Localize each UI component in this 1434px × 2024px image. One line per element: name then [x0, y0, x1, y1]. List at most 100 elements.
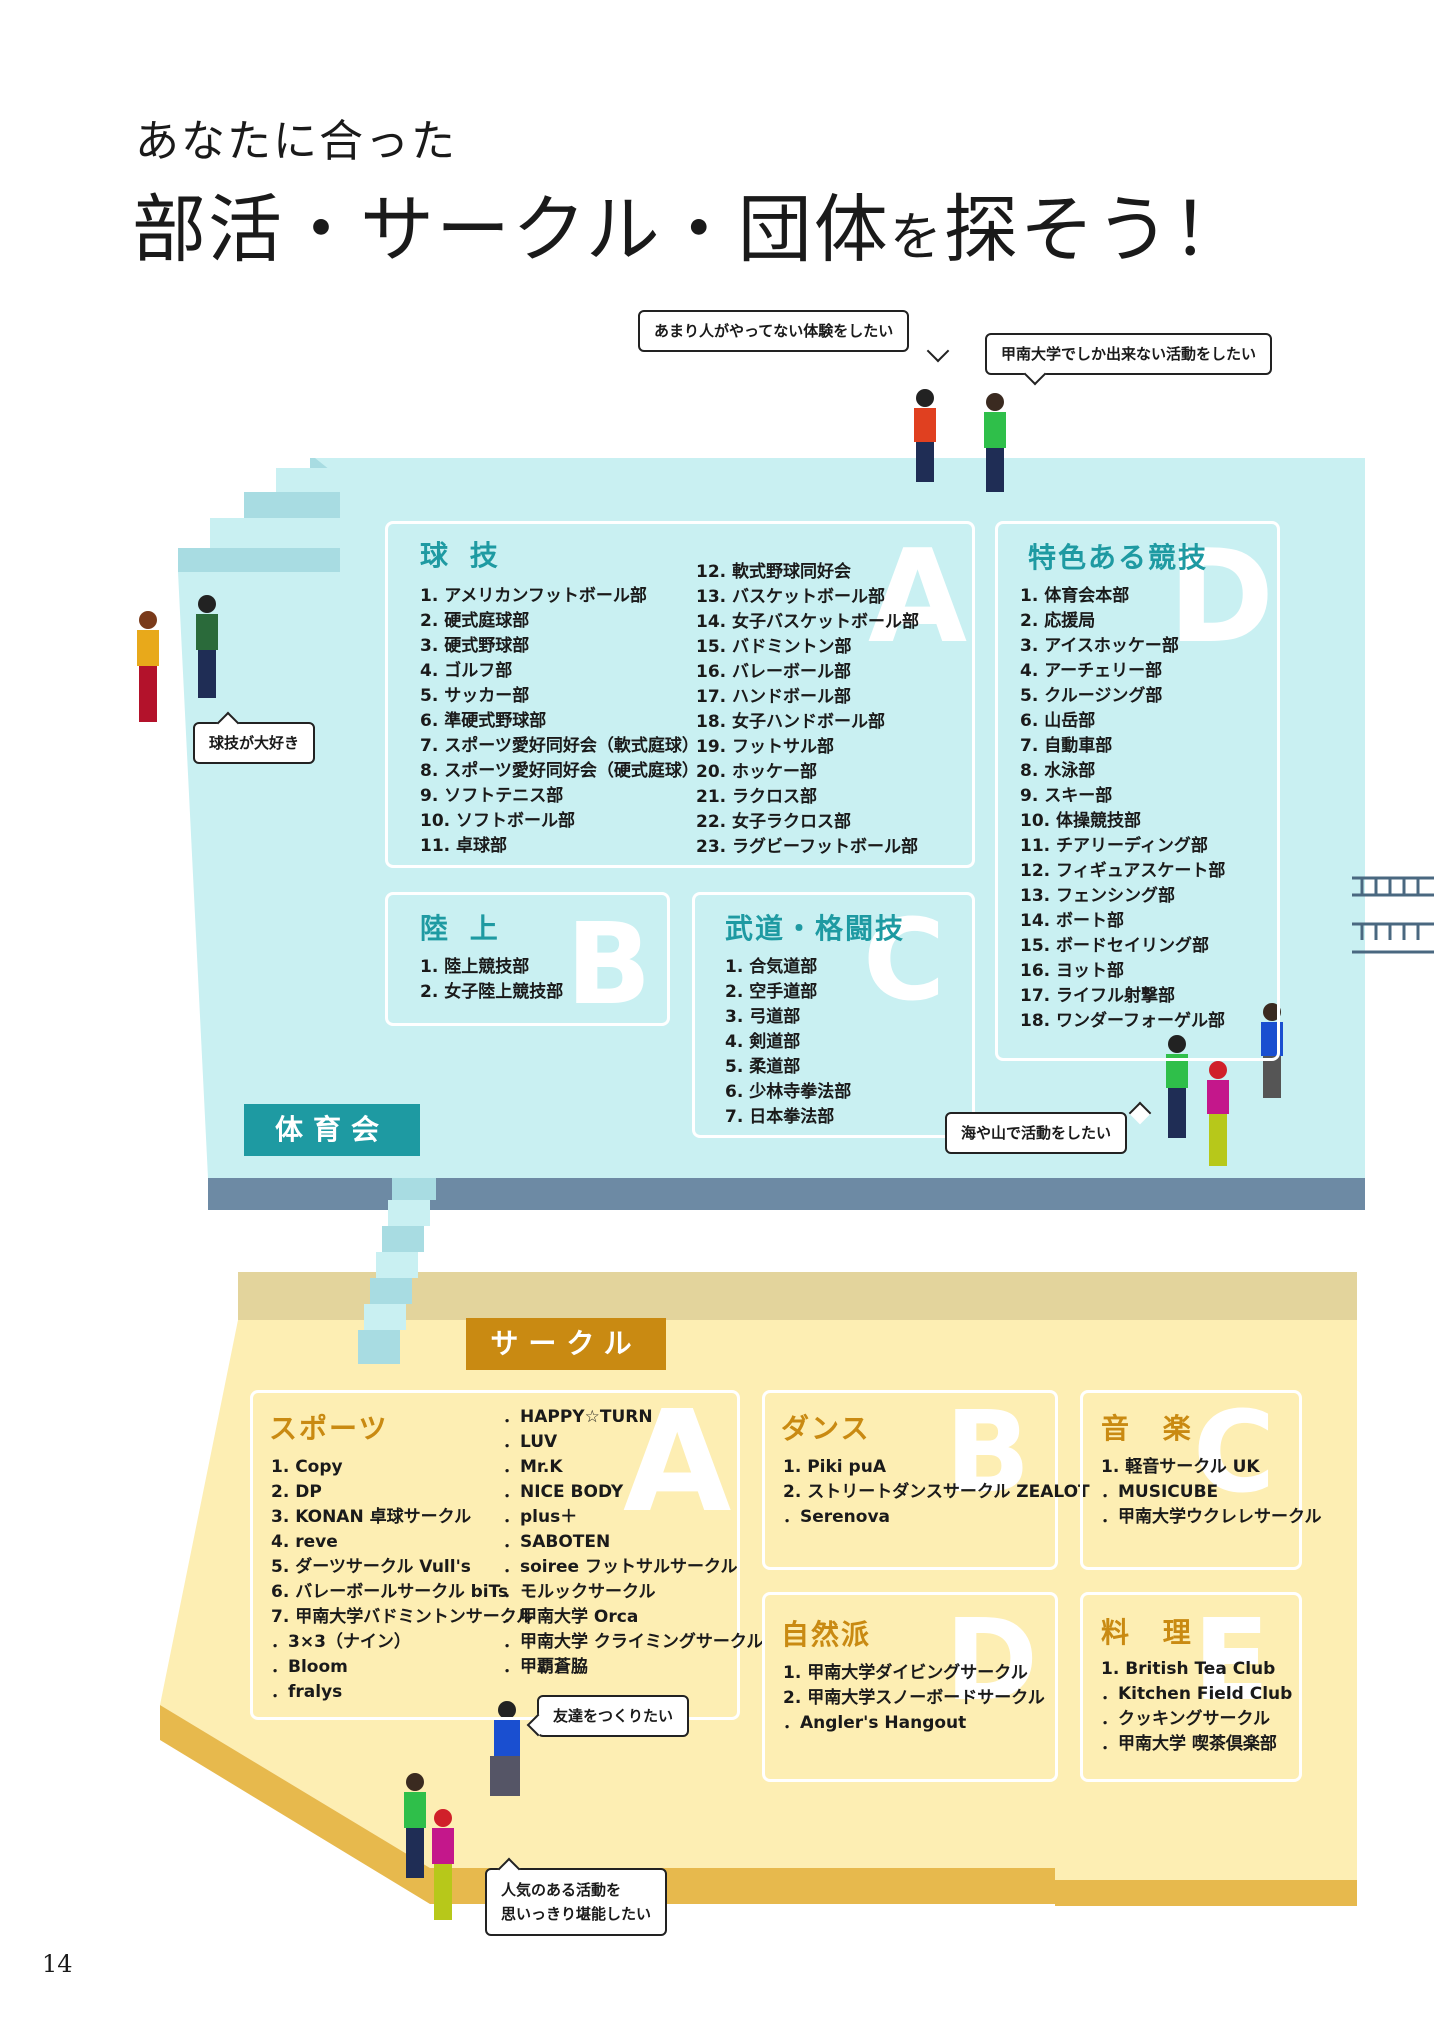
circle-label: サークル	[466, 1318, 666, 1370]
person-figure	[404, 1773, 426, 1878]
person-figure	[984, 393, 1006, 492]
list-item: 15. ボードセイリング部	[1020, 936, 1210, 956]
person-figure	[432, 1809, 454, 1920]
list-item: 1. 軽音サークル UK	[1101, 1457, 1260, 1477]
list-item: ．Bloom	[271, 1657, 348, 1677]
panel-letter: E	[1193, 1596, 1270, 1726]
taiikukai-label: 体育会	[244, 1104, 420, 1156]
list-item: ．HAPPY☆TURN	[503, 1407, 653, 1427]
panel-title: 武道・格闘技	[725, 912, 906, 945]
list-item: ．甲覇蒼脇	[503, 1657, 588, 1677]
person-figure	[1207, 1061, 1229, 1166]
ball-sports-list-right: 12. 軟式野球同好会 13. バスケットボール部 14. 女子バスケットボール部 1…	[696, 560, 919, 860]
speech-bubble-text: 海や山で活動をしたい	[961, 1124, 1112, 1142]
list-item: 1. 体育会本部	[1020, 586, 1130, 606]
list-item: ．甲南大学 Orca	[503, 1607, 639, 1627]
speech-bubble: 人気のある活動を思いっきり堪能したい	[485, 1857, 668, 1936]
list-item: 6. 山岳部	[1020, 711, 1096, 731]
list-item: 2. 空手道部	[725, 982, 818, 1002]
music-panel: C 音 楽 1. 軽音サークル UK．MUSICUBE．甲南大学ウクレレサークル	[1080, 1388, 1322, 1570]
list-item: 5. クルージング部	[1020, 686, 1163, 706]
list-item: ．NICE BODY	[503, 1482, 624, 1502]
list-item: 1. 甲南大学ダイビングサークル	[783, 1663, 1028, 1683]
list-item: 13. フェンシング部	[1020, 886, 1176, 906]
list-item: ．Serenova	[783, 1507, 891, 1527]
list-item: 9. ソフトテニス部	[420, 786, 564, 806]
page-number: 14	[42, 1950, 73, 1978]
taiikukai-floor-side	[208, 1178, 1365, 1210]
list-item: 3. 硬式野球部	[420, 636, 530, 656]
title-part-2: を	[889, 208, 944, 268]
list-item: 2. 甲南大学スノーボードサークル	[783, 1688, 1045, 1708]
list-item: 3. 弓道部	[725, 1007, 801, 1027]
list-item: 18. 女子ハンドボール部	[696, 712, 886, 732]
list-item: 2. DP	[271, 1482, 322, 1502]
panel-title: 球 技	[420, 539, 504, 572]
speech-bubble: 球技が大好き	[193, 711, 316, 764]
panel-letter: C	[1193, 1388, 1276, 1518]
list-item: 6. バレーボールサークル biTs	[271, 1582, 509, 1602]
list-item: 8. 水泳部	[1020, 761, 1096, 781]
panel-letter: D	[1168, 523, 1275, 672]
panel-title: 音 楽	[1101, 1412, 1203, 1445]
music-list: 1. 軽音サークル UK．MUSICUBE．甲南大学ウクレレサークル	[1101, 1455, 1322, 1530]
taiikukai-floor	[178, 458, 1365, 1178]
list-item: 1. Copy	[271, 1457, 343, 1477]
list-item: 1. British Tea Club	[1101, 1659, 1276, 1679]
list-item: 14. 女子バスケットボール部	[696, 612, 920, 632]
speech-bubble: 友達をつくりたい	[526, 1695, 690, 1737]
list-item: ．甲南大学 クライミングサークル	[503, 1632, 764, 1652]
list-item: 10. 体操競技部	[1020, 811, 1142, 831]
list-item: 7. スポーツ愛好同好会（軟式庭球）	[420, 736, 699, 756]
list-item: 13. バスケットボール部	[696, 587, 886, 607]
speech-bubble: あまり人がやってない体験をしたい	[638, 310, 950, 363]
list-item: ．モルックサークル	[503, 1582, 656, 1602]
panel-letter: A	[623, 1381, 732, 1544]
circle-sports-list-right: ．HAPPY☆TURN．LUV．Mr.K．NICE BODY．plus＋．SAB…	[503, 1405, 763, 1680]
cooking-panel: E 料 理 1. British Tea Club．Kitchen Field …	[1080, 1592, 1302, 1782]
heading-subtitle: あなたに合った	[135, 116, 457, 167]
circle-floor-back	[238, 1272, 1357, 1326]
speech-bubble-text: 思いっきり堪能したい	[501, 1905, 652, 1923]
list-item: 14. ボート部	[1020, 911, 1125, 931]
panel-title: ダンス	[781, 1412, 871, 1445]
panel-title: スポーツ	[269, 1412, 389, 1445]
list-item: 12. 軟式野球同好会	[696, 562, 852, 582]
list-item: ．SABOTEN	[503, 1532, 611, 1552]
panel-title: 陸 上	[420, 912, 504, 945]
list-item: 20. ホッケー部	[696, 762, 818, 782]
list-item: 1. 合気道部	[725, 957, 818, 977]
list-item: 7. 自動車部	[1020, 736, 1113, 756]
stairs-middle	[358, 1178, 436, 1364]
list-item: 9. スキー部	[1020, 786, 1113, 806]
list-item: 11. チアリーディング部	[1020, 836, 1208, 856]
page-title: 部活・サークル・団体を探そう！	[132, 170, 1248, 277]
list-item: 3. KONAN 卓球サークル	[271, 1507, 472, 1527]
person-figure	[1261, 1003, 1283, 1098]
person-figure	[196, 595, 218, 698]
list-item: 17. ライフル射撃部	[1020, 986, 1176, 1006]
stairs-top	[178, 458, 340, 572]
panel-letter: A	[868, 523, 968, 672]
list-item: 21. ラクロス部	[696, 787, 818, 807]
list-item: 18. ワンダーフォーゲル部	[1020, 1011, 1226, 1031]
speech-bubble-text: あまり人がやってない体験をしたい	[654, 322, 894, 340]
list-item: 19. フットサル部	[696, 737, 835, 757]
speech-bubble-text: 友達をつくりたい	[553, 1707, 674, 1725]
panel-letter: B	[945, 1388, 1031, 1518]
title-part-3: 探そう！	[943, 187, 1248, 273]
panel-letter: D	[945, 1596, 1038, 1726]
list-item: 2. 硬式庭球部	[420, 611, 530, 631]
list-item: ．fralys	[271, 1682, 343, 1702]
list-item: 6. 少林寺拳法部	[725, 1082, 852, 1102]
list-item: 7. 日本拳法部	[725, 1107, 835, 1127]
side-rail	[1352, 876, 1434, 954]
list-item: 7. 甲南大学バドミントンサークル	[271, 1607, 534, 1627]
